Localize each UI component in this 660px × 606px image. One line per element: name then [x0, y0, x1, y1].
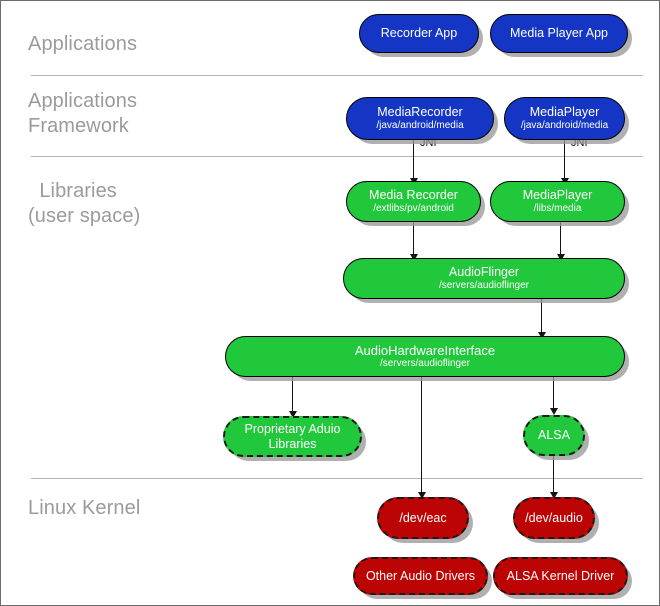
divider-framework: [31, 156, 643, 157]
node-proprietary-audio-libraries-title: Proprietary Aduio Libraries: [244, 421, 341, 451]
node-mediaplayer-lib-path: /libs/media: [533, 203, 582, 214]
connector-alsa-to-dev-audio: [553, 456, 554, 497]
connector-ahi-to-alsa: [553, 376, 554, 412]
node-mediaplayer-framework-path: /java/android/media: [520, 120, 609, 131]
node-mediarecorder-framework-path: /java/android/media: [376, 120, 464, 131]
node-other-audio-drivers-title: Other Audio Drivers: [365, 568, 476, 583]
node-audiohardwareinterface[interactable]: AudioHardwareInterface /servers/audiofli…: [225, 336, 625, 377]
node-mediaplayer-framework[interactable]: MediaPlayer /java/android/media: [504, 97, 625, 140]
connector-label-jni-left: JNI: [420, 137, 437, 149]
node-media-recorder-lib-title: Media Recorder: [369, 188, 458, 202]
layer-label-libraries: Libraries (user space): [28, 180, 141, 227]
node-audioflinger-path: /servers/audioflinger: [438, 280, 530, 291]
layer-label-linux-kernel: Linux Kernel: [28, 497, 141, 519]
arrowhead-ahi-to-dev-eac: [418, 492, 426, 499]
node-media-player-app[interactable]: Media Player App: [490, 14, 628, 53]
node-media-recorder-lib-path: /extlibs/pv/android: [373, 203, 454, 214]
node-audioflinger[interactable]: AudioFlinger /servers/audioflinger: [343, 258, 625, 299]
arrowhead-alsa-to-dev-audio: [550, 492, 558, 499]
node-recorder-app[interactable]: Recorder App: [359, 14, 479, 53]
node-audioflinger-title: AudioFlinger: [448, 265, 520, 279]
node-mediaplayer-framework-title: MediaPlayer: [529, 105, 600, 119]
node-media-recorder-lib[interactable]: Media Recorder /extlibs/pv/android: [346, 181, 481, 222]
node-other-audio-drivers[interactable]: Other Audio Drivers: [353, 557, 488, 595]
node-proprietary-audio-libraries[interactable]: Proprietary Aduio Libraries: [223, 416, 362, 457]
node-audiohardwareinterface-path: /servers/audioflinger: [379, 358, 471, 369]
connector-mediaplayer-to-audioflinger: [560, 222, 561, 260]
node-mediarecorder-framework-title: MediaRecorder: [377, 105, 463, 119]
layer-label-applications: Applications: [28, 33, 138, 55]
divider-applications: [31, 75, 643, 76]
node-dev-eac[interactable]: /dev/eac: [377, 497, 469, 539]
divider-kernel: [31, 478, 643, 479]
arrowhead-ahi-to-proprietary: [289, 411, 297, 418]
node-mediarecorder-framework[interactable]: MediaRecorder /java/android/media: [346, 97, 494, 140]
node-audiohardwareinterface-title: AudioHardwareInterface: [354, 343, 496, 358]
node-dev-audio-title: /dev/audio: [525, 510, 583, 525]
connector-mediarecorder-jni: [413, 140, 414, 184]
node-media-player-app-title: Media Player App: [510, 26, 608, 40]
node-alsa[interactable]: ALSA: [523, 415, 585, 456]
node-mediaplayer-lib[interactable]: MediaPlayer /libs/media: [490, 181, 625, 222]
connector-mediarecorder-to-audioflinger: [413, 222, 414, 260]
connector-mediaplayer-jni: [564, 140, 565, 184]
layer-label-applications-framework: Applications Framework: [28, 90, 138, 137]
node-dev-audio[interactable]: /dev/audio: [513, 497, 595, 539]
node-alsa-kernel-driver[interactable]: ALSA Kernel Driver: [493, 557, 628, 595]
connector-ahi-to-dev-eac: [421, 376, 422, 497]
node-recorder-app-title: Recorder App: [380, 26, 458, 40]
connector-label-jni-right: JNI: [571, 137, 588, 149]
connector-audioflinger-to-ahi: [541, 299, 542, 337]
node-dev-eac-title: /dev/eac: [399, 510, 447, 525]
node-alsa-title: ALSA: [538, 428, 570, 442]
connector-ahi-to-proprietary: [292, 376, 293, 416]
arrowhead-ahi-to-alsa: [550, 408, 558, 415]
node-alsa-kernel-driver-title: ALSA Kernel Driver: [506, 568, 615, 583]
node-mediaplayer-lib-title: MediaPlayer: [522, 188, 593, 202]
